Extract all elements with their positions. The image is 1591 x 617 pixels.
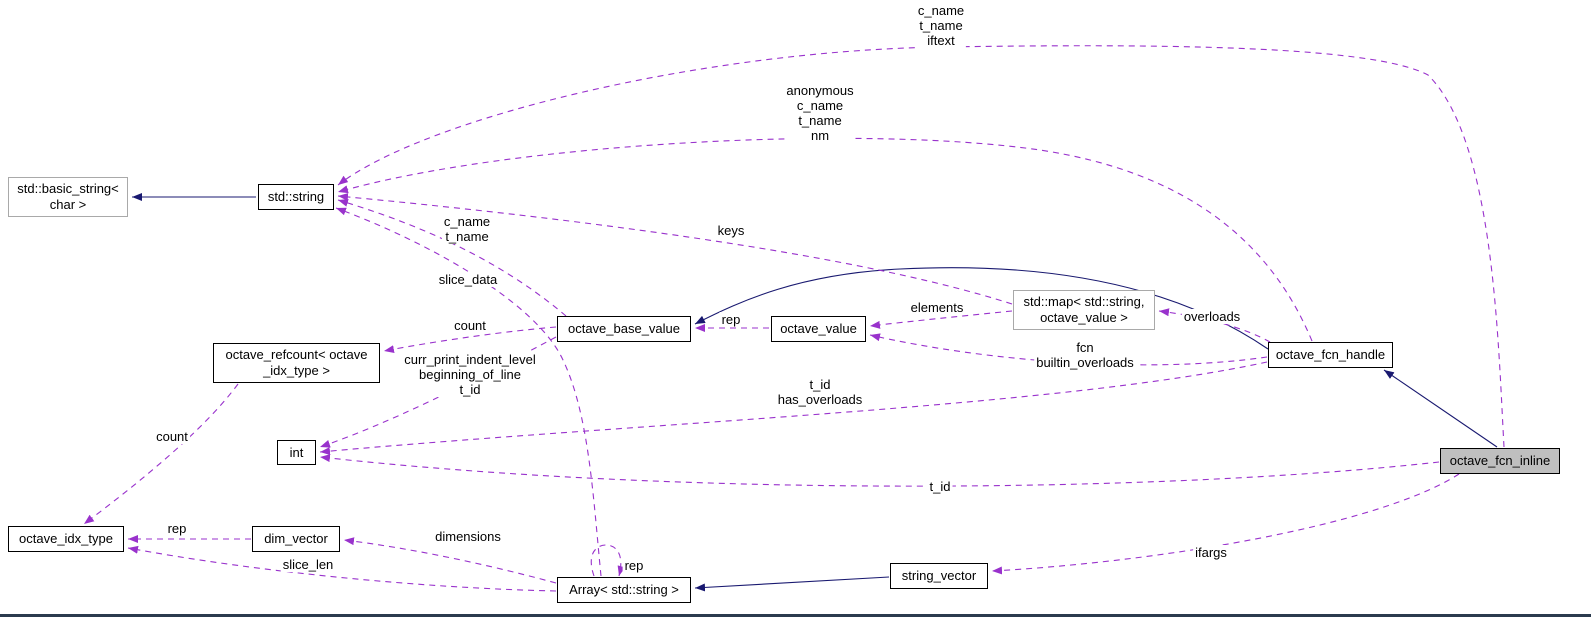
- node-label: dim_vector: [264, 531, 328, 546]
- node-label: string_vector: [901, 568, 977, 583]
- node-label: octave_base_value: [567, 321, 681, 336]
- edge-inh-string-vector-to-array: [694, 576, 890, 592]
- edge-label-line: rep: [624, 558, 644, 573]
- node-label: octave_fcn_handle: [1275, 347, 1386, 362]
- edge-label-line: beginning_of_line: [419, 367, 521, 382]
- edge-label-line: count: [454, 318, 486, 333]
- edge-label-line: rep: [167, 521, 187, 536]
- node-label: std::string: [267, 189, 325, 204]
- edge-use-array-to-dim-vector: [343, 537, 557, 584]
- node-octave-base-value[interactable]: octave_base_value: [557, 316, 691, 342]
- node-label: octave_value >: [1040, 310, 1128, 325]
- edge-use-map-to-string: [337, 192, 1013, 305]
- node-int[interactable]: int: [277, 440, 316, 465]
- edge-label-line: t_name: [919, 18, 963, 33]
- edge-label-use-array-to-idx-type: slice_len: [280, 557, 336, 572]
- node-array-std-string[interactable]: Array< std::string >: [557, 577, 691, 603]
- node-octave-fcn-inline: octave_fcn_inline: [1440, 448, 1560, 474]
- node-label: octave_fcn_inline: [1449, 453, 1551, 468]
- edge-label-line: c_name: [796, 98, 844, 113]
- edge-label-line: t_id: [929, 479, 951, 494]
- edge-use-fcn-handle-to-map: [1158, 308, 1271, 343]
- edge-label-use-value-to-base-value: rep: [719, 312, 743, 327]
- node-label: int: [289, 444, 304, 460]
- edge-label-use-map-to-string: keys: [715, 223, 747, 238]
- edge-label-line: builtin_overloads: [1036, 355, 1134, 370]
- edge-use-refcount-to-idx-type: [83, 383, 239, 525]
- node-std-string[interactable]: std::string: [258, 184, 334, 210]
- node-string-vector[interactable]: string_vector: [890, 563, 988, 589]
- edge-label-line: curr_print_indent_level: [404, 352, 536, 367]
- edge-label-line: overloads: [1183, 309, 1241, 324]
- edge-use-base-value-to-string: [337, 199, 567, 317]
- node-label: octave_value: [780, 321, 857, 336]
- edge-label-use-fcn-inline-to-string-vector: ifargs: [1193, 545, 1229, 560]
- edge-label-line: anonymous: [786, 83, 854, 98]
- edge-label-line: ifargs: [1195, 545, 1227, 560]
- node-label: std::basic_string<: [17, 181, 119, 196]
- node-octave-refcount[interactable]: octave_refcount< octave_idx_type >: [213, 343, 380, 383]
- edge-label-line: count: [156, 429, 188, 444]
- node-octave-idx-type[interactable]: octave_idx_type: [8, 526, 124, 552]
- node-octave-fcn-handle[interactable]: octave_fcn_handle: [1268, 342, 1393, 368]
- edge-label-line: has_overloads: [777, 392, 863, 407]
- edge-label-use-dim-vector-to-idx-type: rep: [165, 521, 189, 536]
- edge-use-fcn-handle-to-string: [337, 137, 1313, 342]
- edge-label-line: dimensions: [435, 529, 501, 544]
- edge-use-array-to-idx-type: [127, 545, 557, 592]
- edge-label-line: t_id: [809, 377, 831, 392]
- edge-inh-fcn-handle-to-base-value: [694, 267, 1269, 350]
- edge-label-use-fcn-inline-to-int: t_id: [927, 479, 953, 494]
- edge-label-line: c_name: [443, 214, 491, 229]
- node-label: octave_idx_type: [19, 531, 113, 546]
- edge-label-line: t_name: [445, 229, 489, 244]
- node-octave-value[interactable]: octave_value: [771, 316, 866, 342]
- window-bottom-edge: [0, 614, 1591, 617]
- edge-label-line: elements: [910, 300, 964, 315]
- edge-label-line: rep: [721, 312, 741, 327]
- edge-label-line: slice_data: [438, 272, 498, 287]
- node-label: char >: [49, 197, 87, 212]
- edge-use-array-to-string: [335, 207, 602, 577]
- edge-use-fcn-inline-to-int: [319, 454, 1440, 487]
- edge-label-use-array-to-string: slice_data: [436, 272, 500, 287]
- edge-label-use-refcount-to-idx-type: count: [154, 429, 190, 444]
- edge-label-line: keys: [717, 223, 745, 238]
- edge-label-use-fcn-handle-to-map: overloads: [1181, 309, 1243, 324]
- edge-inh-fcn-inline-to-fcn-handle: [1383, 369, 1498, 448]
- edge-label-line: t_name: [798, 113, 842, 128]
- edge-use-fcn-inline-to-string: [337, 45, 1505, 448]
- edge-label-line: c_name: [917, 3, 965, 18]
- edge-label-use-array-self: rep: [622, 558, 646, 573]
- edge-label-line: fcn: [1076, 340, 1094, 355]
- node-label: Array< std::string >: [569, 582, 679, 597]
- edge-label-use-map-to-value: elements: [908, 300, 966, 315]
- edge-use-fcn-handle-to-int: [319, 361, 1268, 456]
- edge-label-line: iftext: [927, 33, 955, 48]
- edge-label-line: slice_len: [282, 557, 334, 572]
- edge-label-use-array-to-dim-vector: dimensions: [433, 529, 503, 544]
- edge-use-fcn-inline-to-string-vector: [991, 473, 1460, 575]
- edge-use-base-value-to-refcount: [383, 326, 557, 354]
- node-label: std::map< std::string,: [1023, 294, 1145, 309]
- node-dim-vector[interactable]: dim_vector: [252, 526, 340, 552]
- edge-label-use-base-value-to-refcount: count: [452, 318, 488, 333]
- edge-label-line: t_id: [459, 382, 481, 397]
- edge-use-map-to-value: [869, 310, 1013, 329]
- edge-use-array-self: [590, 544, 626, 577]
- node-std-map: std::map< std::string,octave_value >: [1013, 290, 1155, 330]
- node-label: _idx_type >: [263, 363, 330, 378]
- edge-label-line: nm: [810, 128, 830, 143]
- node-std-basic-string: std::basic_string<char >: [8, 177, 128, 217]
- node-label: octave_refcount< octave: [225, 347, 368, 362]
